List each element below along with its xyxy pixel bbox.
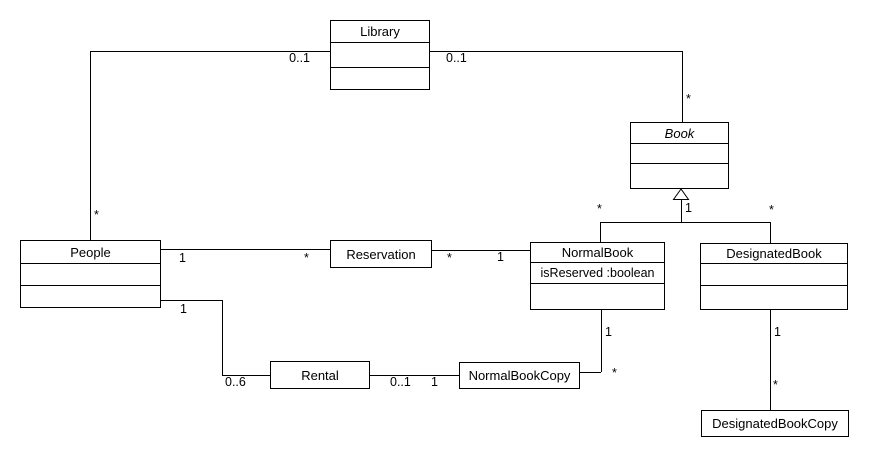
class-title: NormalBook (531, 243, 664, 263)
class-reservation: Reservation (330, 240, 432, 268)
multiplicity-label: * (597, 202, 602, 216)
multiplicity-label: * (304, 251, 309, 265)
line-library-book-horizontal (430, 51, 682, 52)
multiplicity-label: * (447, 251, 452, 265)
line-generalization-crossbar (600, 222, 771, 223)
class-attributes-compartment: isReserved :boolean (531, 263, 664, 284)
class-people: People (20, 240, 161, 308)
line-reservation-normalbook (432, 250, 530, 251)
multiplicity-label: 1 (497, 250, 504, 264)
line-designatedbook-designatedbookcopy (770, 310, 771, 410)
attribute-isreserved: isReserved :boolean (540, 266, 655, 280)
class-designatedbook: DesignatedBook (700, 243, 848, 310)
class-normalbookcopy: NormalBookCopy (459, 362, 580, 389)
class-book: Book (630, 122, 729, 189)
multiplicity-label: 1 (685, 201, 692, 215)
multiplicity-label: * (773, 378, 778, 392)
line-library-people-vertical (90, 51, 91, 240)
class-library: Library (330, 20, 430, 90)
line-generalization-to-designatedbook (770, 222, 771, 243)
multiplicity-label: 0..1 (446, 51, 467, 65)
class-title: DesignatedBookCopy (712, 416, 838, 431)
multiplicity-label: * (769, 203, 774, 217)
class-title: NormalBookCopy (468, 368, 571, 383)
class-title: Book (631, 123, 728, 144)
line-library-book-vertical (682, 51, 683, 122)
class-rental: Rental (270, 361, 370, 389)
multiplicity-label: 1 (180, 302, 187, 316)
class-title: DesignatedBook (701, 244, 847, 264)
generalization-arrow-icon (672, 188, 690, 200)
class-operations-compartment (701, 286, 847, 309)
multiplicity-label: 1 (605, 325, 612, 339)
class-title: Rental (301, 367, 339, 383)
line-people-reservation (161, 249, 330, 250)
line-normalbook-normalbookcopy-horizontal (580, 372, 601, 373)
class-designatedbookcopy: DesignatedBookCopy (701, 410, 849, 437)
multiplicity-label: 1 (431, 375, 438, 389)
multiplicity-label: 1 (179, 251, 186, 265)
class-attributes-compartment (701, 264, 847, 286)
class-title: Library (331, 21, 429, 43)
class-operations-compartment (331, 68, 429, 89)
line-people-rental-to-box (222, 375, 270, 376)
multiplicity-label: 1 (774, 325, 781, 339)
line-normalbook-normalbookcopy-vertical (601, 310, 602, 372)
multiplicity-label: * (686, 92, 691, 106)
class-attributes-compartment (331, 43, 429, 68)
multiplicity-label: 0..1 (289, 51, 310, 65)
line-library-people-horizontal (90, 51, 330, 52)
class-title: Reservation (346, 246, 416, 262)
multiplicity-label: 0..6 (225, 375, 246, 389)
line-generalization-stem (681, 199, 682, 222)
multiplicity-label: 0..1 (390, 375, 411, 389)
class-operations-compartment (631, 164, 728, 188)
class-operations-compartment (531, 284, 664, 309)
multiplicity-label: * (612, 366, 617, 380)
line-rental-normalbookcopy (370, 375, 459, 376)
class-attributes-compartment (21, 264, 160, 286)
line-generalization-to-normalbook (600, 222, 601, 242)
class-operations-compartment (21, 286, 160, 307)
line-people-rental-horizontal (161, 300, 222, 301)
line-people-rental-vertical (222, 300, 223, 375)
class-title: People (21, 241, 160, 264)
multiplicity-label: * (94, 208, 99, 222)
class-normalbook: NormalBook isReserved :boolean (530, 242, 665, 310)
class-attributes-compartment (631, 144, 728, 164)
